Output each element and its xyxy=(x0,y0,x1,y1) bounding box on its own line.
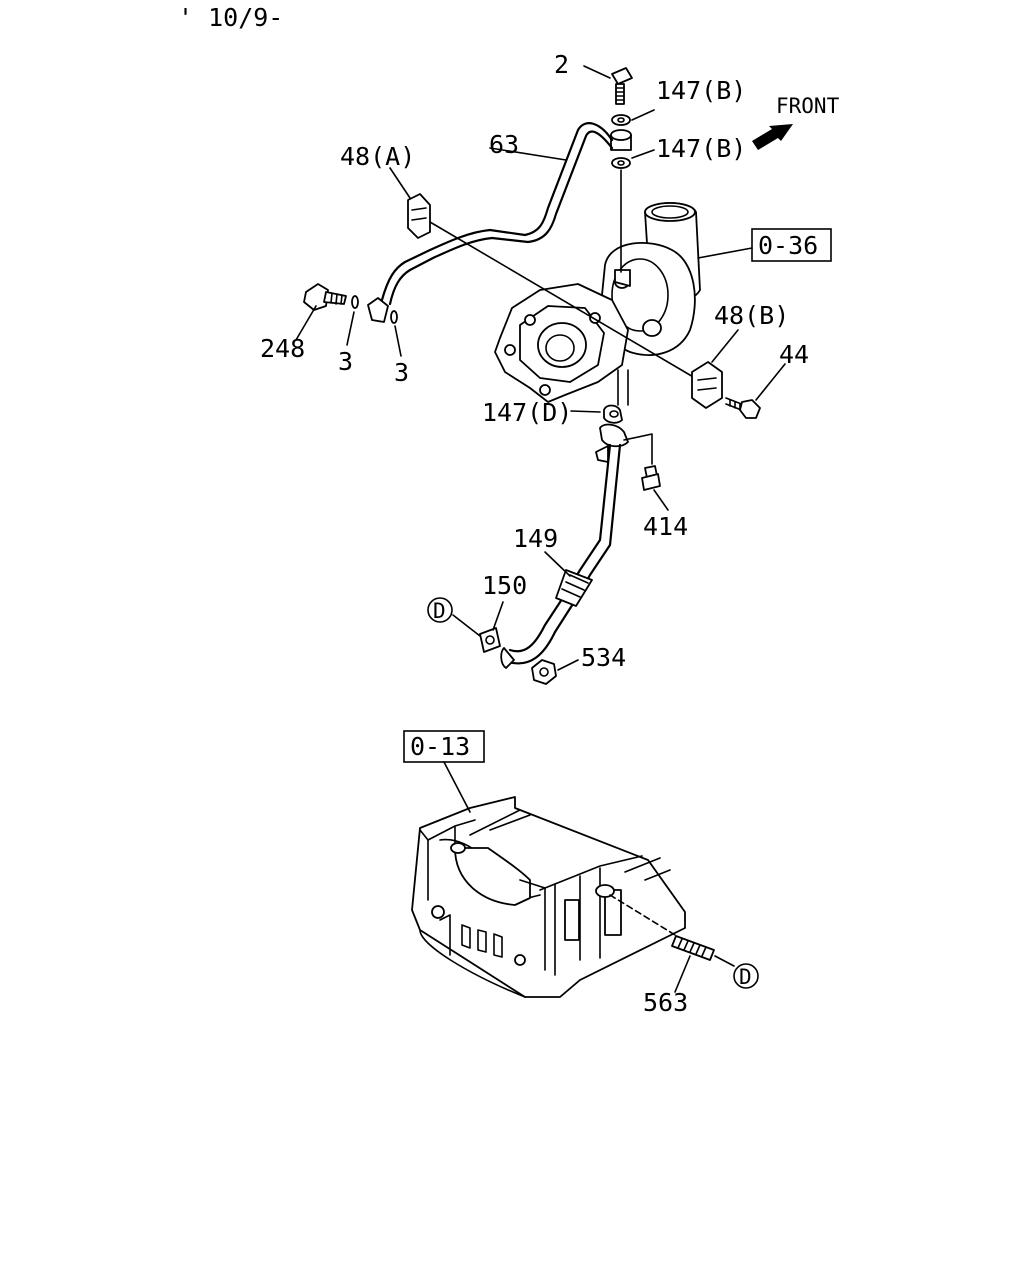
stud-563 xyxy=(609,894,735,993)
washer-3-right xyxy=(390,310,402,357)
callout-147d: 147(D) xyxy=(482,398,572,427)
callout-3-right: 3 xyxy=(394,358,409,387)
washer-147b-top xyxy=(611,109,655,126)
ref-box-0-13: 0-13 xyxy=(403,730,485,813)
clip-48b xyxy=(691,329,739,409)
leader-line xyxy=(429,221,696,379)
ref-label-0-36: 0-36 xyxy=(758,231,818,260)
gasket-147d xyxy=(570,404,623,424)
nut-534 xyxy=(531,659,579,685)
ref-label-0-13: 0-13 xyxy=(410,732,470,761)
callout-248: 248 xyxy=(260,334,305,363)
washer-147b-mid xyxy=(611,149,655,273)
cylinder-block xyxy=(411,796,686,998)
callout-3-left: 3 xyxy=(338,347,353,376)
turbocharger xyxy=(494,202,701,406)
front-indicator: FRONT xyxy=(752,94,840,150)
eye-bolt-fitting xyxy=(610,129,632,151)
callout-414: 414 xyxy=(643,512,688,541)
bolt-248 xyxy=(295,283,347,341)
circle-mark-d-top-text: D xyxy=(433,599,446,623)
callout-150: 150 xyxy=(482,571,527,600)
callout-44: 44 xyxy=(779,340,809,369)
clip-48a xyxy=(389,167,431,239)
callout-147b-top: 147(B) xyxy=(656,76,746,105)
callout-147b-mid: 147(B) xyxy=(656,134,746,163)
callout-2: 2 xyxy=(554,50,569,79)
bolt-2 xyxy=(583,65,633,105)
front-arrow-icon xyxy=(752,124,793,150)
callout-48a: 48(A) xyxy=(340,142,415,171)
washer-3-left xyxy=(346,295,359,346)
bolt-44 xyxy=(725,363,786,419)
callout-48b: 48(B) xyxy=(714,301,789,330)
callout-149: 149 xyxy=(513,524,558,553)
revision-label: ' 10/9- xyxy=(178,3,283,32)
gasket-150 xyxy=(479,601,504,653)
circle-mark-d-bottom: D xyxy=(733,963,759,989)
oil-feed-pipe-63 xyxy=(367,122,614,323)
front-label: FRONT xyxy=(776,94,840,118)
ref-box-0-36: 0-36 xyxy=(697,228,832,262)
bolt-414 xyxy=(641,465,669,511)
oil-drain-pipe-149 xyxy=(500,423,653,669)
callout-563: 563 xyxy=(643,988,688,1017)
circle-mark-d-bottom-text: D xyxy=(739,965,752,989)
callout-63: 63 xyxy=(489,130,519,159)
callout-534: 534 xyxy=(581,643,626,672)
circle-mark-d-top: D xyxy=(427,597,481,637)
